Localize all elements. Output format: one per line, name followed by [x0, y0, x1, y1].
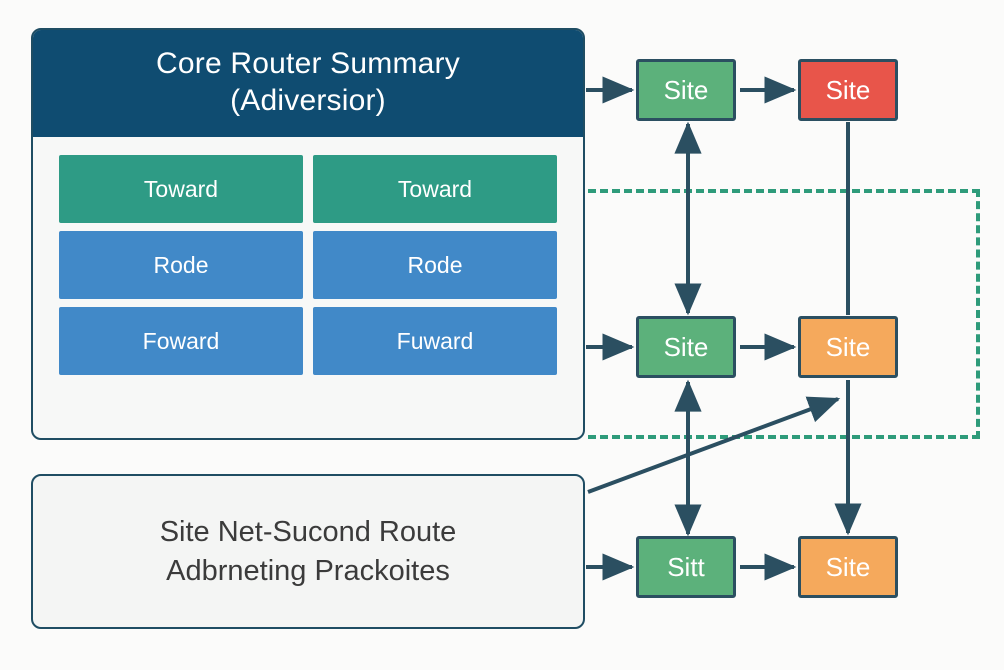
- site-net-route-note-card[interactable]: Site Net-Sucond Route Adbrneting Prackoi…: [31, 474, 585, 629]
- site-node-r2c1[interactable]: Site: [636, 316, 736, 378]
- note-line1: Site Net-Sucond Route: [159, 516, 457, 549]
- site-node-r3c2[interactable]: Site: [798, 536, 898, 598]
- metric-cell[interactable]: Toward: [59, 155, 303, 224]
- site-node-r2c2[interactable]: Site: [798, 316, 898, 378]
- metric-cell[interactable]: Fuward: [313, 307, 557, 376]
- summary-card-body: Toward Toward Rode Rode Foward Fuward: [33, 137, 583, 397]
- site-node-r1c1[interactable]: Site: [636, 59, 736, 121]
- note-line2: Adbrneting Prackoites: [166, 554, 450, 587]
- metric-cell[interactable]: Rode: [313, 231, 557, 300]
- core-router-summary-card[interactable]: Core Router Summary (Adiversior) Toward …: [31, 28, 585, 440]
- summary-card-header: Core Router Summary (Adiversior): [33, 30, 583, 138]
- edge-note-to-site-r2c2-diagonal: [587, 396, 841, 494]
- metric-cell[interactable]: Foward: [59, 307, 303, 376]
- note-card-text: Site Net-Sucond Route Adbrneting Prackoi…: [136, 513, 481, 590]
- metric-cell[interactable]: Toward: [313, 155, 557, 224]
- site-node-r3c1[interactable]: Sitt: [636, 536, 736, 598]
- metric-cell[interactable]: Rode: [59, 231, 303, 300]
- summary-title-line1: Core Router Summary: [156, 47, 460, 80]
- summary-title-line2: (Adiversior): [230, 83, 386, 117]
- site-node-r1c2[interactable]: Site: [798, 59, 898, 121]
- summary-metric-grid: Toward Toward Rode Rode Foward Fuward: [59, 155, 557, 376]
